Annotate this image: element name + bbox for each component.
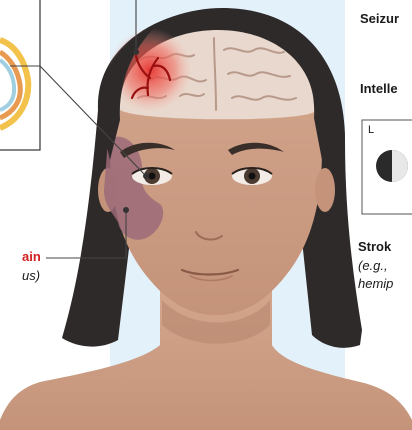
leader-dot-stain — [123, 207, 129, 213]
inset-detail — [0, 0, 40, 150]
leader-dot-eye — [143, 173, 149, 179]
label-stroke-eg: (e.g., — [358, 258, 388, 274]
label-pain: ain — [22, 249, 41, 265]
label-eye-side: L — [368, 122, 374, 138]
label-stroke: Strok — [358, 239, 391, 255]
right-eye — [232, 167, 272, 185]
leader-dot-brain — [133, 49, 139, 55]
right-ear — [315, 168, 335, 212]
label-pain-sub: us) — [22, 268, 40, 284]
right-white-panel — [345, 0, 412, 430]
left-eye — [132, 167, 172, 185]
label-seizures: Seizur — [360, 11, 399, 27]
label-stroke-hemi: hemip — [358, 276, 393, 292]
label-intellectual: Intelle — [360, 81, 398, 97]
